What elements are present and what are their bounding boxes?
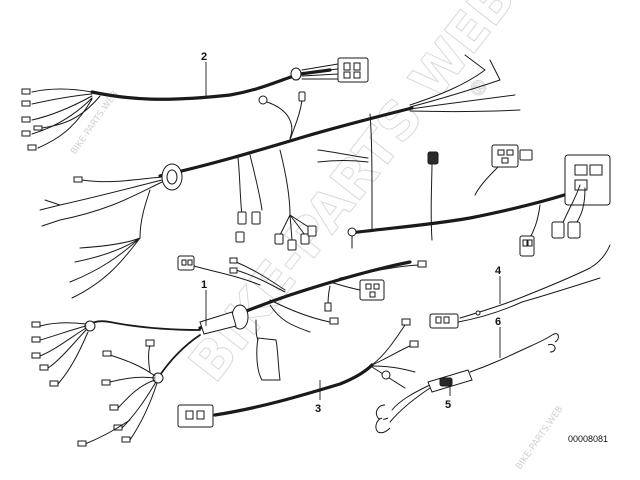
harness-5-6 (375, 333, 559, 434)
harness-4 (429, 244, 611, 329)
callout-4: 4 (495, 265, 502, 277)
callout-1: 1 (201, 279, 207, 291)
callout-5: 5 (445, 399, 451, 411)
harness-3 (177, 318, 419, 428)
callout-3: 3 (315, 403, 321, 415)
watermark-small-bottom: BIKE-PARTS.WEB (514, 404, 565, 471)
main-harness (39, 54, 611, 299)
diagram-reference-number: 00008081 (568, 434, 608, 444)
callout-leaders (205, 62, 501, 400)
harness-1 (31, 255, 427, 447)
callout-6: 6 (495, 316, 501, 328)
watermark-small-top: BIKE-PARTS.WEB (69, 89, 120, 156)
harness-2 (21, 57, 369, 151)
callout-2: 2 (201, 51, 207, 63)
